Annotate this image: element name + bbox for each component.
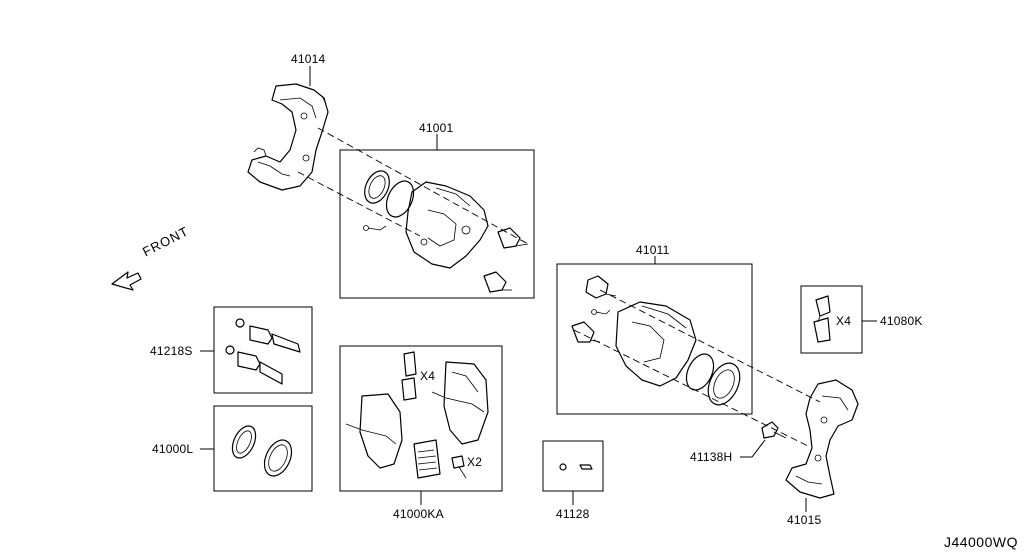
box-41000l — [213, 405, 313, 492]
caliper-body-41001 — [363, 170, 529, 293]
part-number-41015: 41015 — [787, 513, 822, 527]
seal-kit-41000l — [231, 425, 293, 477]
box-41080k — [800, 285, 863, 354]
box-41011 — [556, 263, 753, 415]
clip-41080k — [813, 295, 831, 343]
pad-kit-41000ka — [345, 351, 489, 479]
assembly-line-lower-left — [297, 171, 421, 237]
part-number-41080k: 41080K — [880, 314, 923, 328]
part-number-41001: 41001 — [419, 121, 454, 135]
assembly-line-upper-left — [317, 127, 529, 245]
part-number-41128: 41128 — [556, 507, 590, 521]
part-number-41014: 41014 — [291, 52, 326, 66]
caliper-body-41011 — [571, 275, 741, 406]
part-number-41218s: 41218S — [150, 344, 193, 358]
caliper-support-41014 — [247, 83, 329, 191]
leader-41138h — [740, 439, 766, 458]
pin-kit-41218s — [225, 318, 301, 385]
part-number-41000l: 41000L — [152, 442, 194, 456]
caliper-support-41015 — [785, 379, 859, 499]
box-41001 — [339, 149, 535, 299]
box-41218s — [213, 306, 313, 394]
quantity-bolts: X2 — [467, 455, 483, 469]
bolt-41138h — [761, 421, 787, 439]
part-number-41011: 41011 — [636, 243, 670, 257]
quantity-clips: X4 — [836, 314, 852, 328]
assembly-line-upper-right — [599, 289, 821, 403]
part-number-41000ka: 41000KA — [393, 507, 444, 521]
drawing-code: J44000WQ — [943, 534, 1018, 550]
quantity-shims: X4 — [420, 369, 436, 383]
hardware-41128 — [559, 463, 593, 471]
front-arrow — [111, 271, 142, 291]
box-41000ka — [339, 345, 503, 492]
box-41128 — [542, 440, 604, 492]
part-number-41138h: 41138H — [690, 450, 733, 464]
